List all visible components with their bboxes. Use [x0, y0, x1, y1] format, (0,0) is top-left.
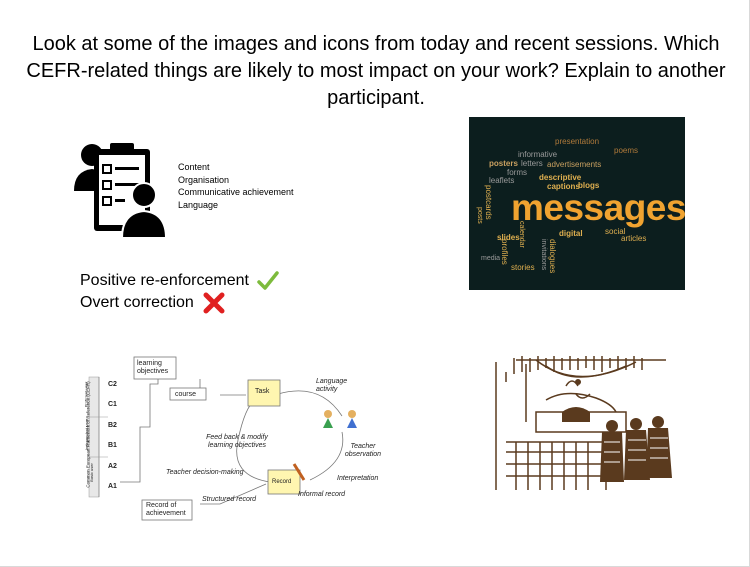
teacher-decision-label: Teacher decision-making: [166, 469, 244, 476]
word: poems: [614, 146, 639, 155]
historical-illustration: [486, 352, 676, 490]
word: social: [605, 227, 626, 236]
word: articles: [621, 234, 647, 243]
word: dialogues: [548, 239, 557, 274]
overt-label: Overt correction: [80, 294, 194, 311]
structured-record-label: Structured record: [202, 496, 257, 503]
word-main: messages: [511, 187, 685, 228]
level-label: A1: [108, 483, 117, 490]
word: presentation: [555, 137, 600, 146]
clipboard-assessment-icon: [70, 135, 170, 240]
word-cloud-image: presentation poems informative posters l…: [469, 117, 685, 290]
level-label: B1: [108, 442, 117, 449]
positive-label: Positive re-enforcement: [80, 272, 249, 289]
task-box: Task: [255, 388, 270, 395]
criteria-item: Content: [178, 162, 210, 172]
level-label: C2: [108, 381, 117, 388]
criteria-list: Content Organisation Communicative achie…: [178, 161, 294, 211]
word: posts: [476, 207, 483, 224]
level-label: B2: [108, 422, 117, 429]
course-box: course: [175, 391, 197, 398]
word: leaflets: [489, 176, 515, 185]
feedback-modify-label: Feed back & modify learning objectives: [206, 434, 268, 449]
word: postcards: [484, 185, 493, 220]
level-label: A2: [108, 463, 117, 470]
interpretation-label: Interpretation: [337, 475, 379, 482]
word: digital: [559, 229, 583, 238]
criteria-item: Language: [178, 199, 219, 210]
word: captions: [547, 182, 580, 191]
word: stories: [511, 263, 535, 272]
criteria-item: Organisation: [178, 174, 230, 185]
word: forms: [507, 168, 527, 177]
word: slides: [497, 233, 520, 242]
word: posters: [489, 159, 518, 168]
informal-record-label: Informal record: [298, 491, 346, 498]
feedback-list: Positive re-enforcement Overt correction: [80, 270, 279, 314]
word: informative: [518, 150, 558, 159]
positive-row: Positive re-enforcement: [80, 270, 279, 292]
word: profiles: [500, 239, 509, 265]
check-icon: [257, 271, 279, 290]
cross-icon: [203, 292, 225, 314]
user-band-label: Proficient user: [83, 381, 89, 408]
criteria-item: Communicative achievement: [178, 187, 294, 197]
word: descriptive: [539, 173, 582, 182]
word: letters: [521, 159, 543, 168]
record-achievement-box: Record of achievement: [146, 502, 186, 517]
slide-title: Look at some of the images and icons fro…: [26, 33, 726, 109]
user-band-label: Independent user: [84, 418, 90, 451]
word: invitations: [540, 239, 547, 271]
user-band-label: Basic user: [88, 463, 94, 482]
cefr-cycle-diagram: Common European Framework of Reference (…: [80, 352, 385, 522]
word: media: [481, 255, 501, 262]
learning-objectives-box: learning objectives: [137, 360, 169, 375]
word: advertisements: [547, 160, 602, 169]
language-activity-label: Language activity: [316, 378, 348, 393]
word: blogs: [578, 181, 600, 190]
overt-row: Overt correction: [80, 292, 279, 314]
teacher-observation-label: Teacher observation: [344, 443, 382, 458]
record-box: Record: [272, 479, 292, 485]
level-label: C1: [108, 401, 117, 408]
